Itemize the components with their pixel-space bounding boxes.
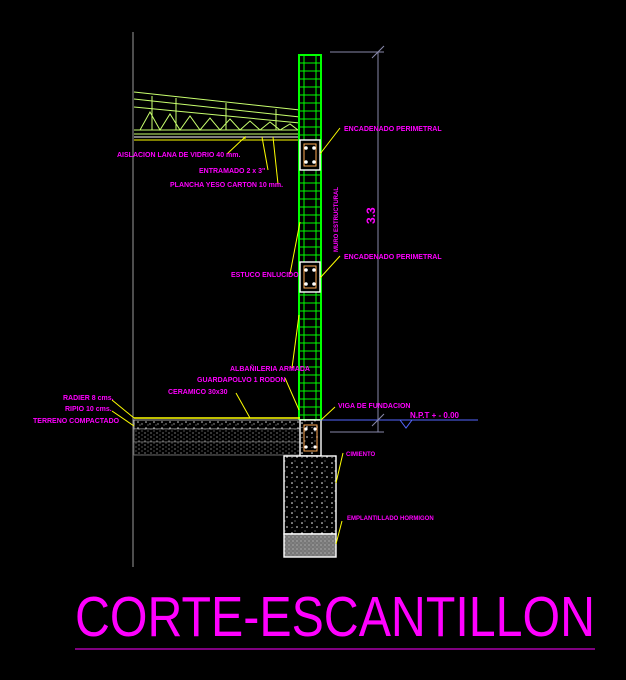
label-ceramico: CERAMICO 30x30 — [168, 389, 228, 396]
bond-beam-top — [299, 139, 321, 171]
foundation — [283, 419, 337, 558]
leader-lines — [111, 127, 344, 545]
label-aislacion: AISLACION LANA DE VIDRIO 40 mm. — [117, 152, 240, 159]
label-ripio: RIPIO 10 cms. — [65, 406, 112, 413]
label-cimiento: CIMIENTO — [346, 452, 376, 458]
label-terreno: TERRENO COMPACTADO — [33, 418, 120, 425]
bond-beam-mid — [299, 261, 321, 293]
drawing-title: CORTE-ESCANTILLON — [75, 585, 595, 649]
floor-layers — [133, 417, 301, 456]
label-npt: N.P.T + - 0.00 — [410, 411, 460, 420]
label-albanileria: ALBAÑILERIA ARMADA — [230, 364, 310, 373]
height-dimension — [330, 45, 385, 433]
brick-courses — [299, 62, 321, 416]
label-plancha: PLANCHA YESO CARTON 10 mm. — [170, 182, 283, 189]
label-encadenado-top: ENCADENADO PERIMETRAL — [344, 126, 442, 133]
label-muro: MURO ESTRUCTURAL — [334, 187, 340, 252]
label-guardapolvo: GUARDAPOLVO 1 RODON — [197, 377, 286, 384]
label-viga: VIGA DE FUNDACION — [338, 403, 410, 410]
label-estuco: ESTUCO ENLUCIDO — [231, 272, 299, 279]
label-encadenado-mid: ENCADENADO PERIMETRAL — [344, 254, 442, 261]
label-entramado: ENTRAMADO 2 x 3" — [199, 168, 265, 175]
label-emplantillado: EMPLANTILLADO HORMIGON — [347, 516, 434, 522]
roof-structure — [133, 91, 301, 141]
level-marker — [320, 419, 478, 429]
dimension-value: 3.3 — [364, 207, 378, 224]
label-radier: RADIER 8 cms. — [63, 395, 114, 402]
